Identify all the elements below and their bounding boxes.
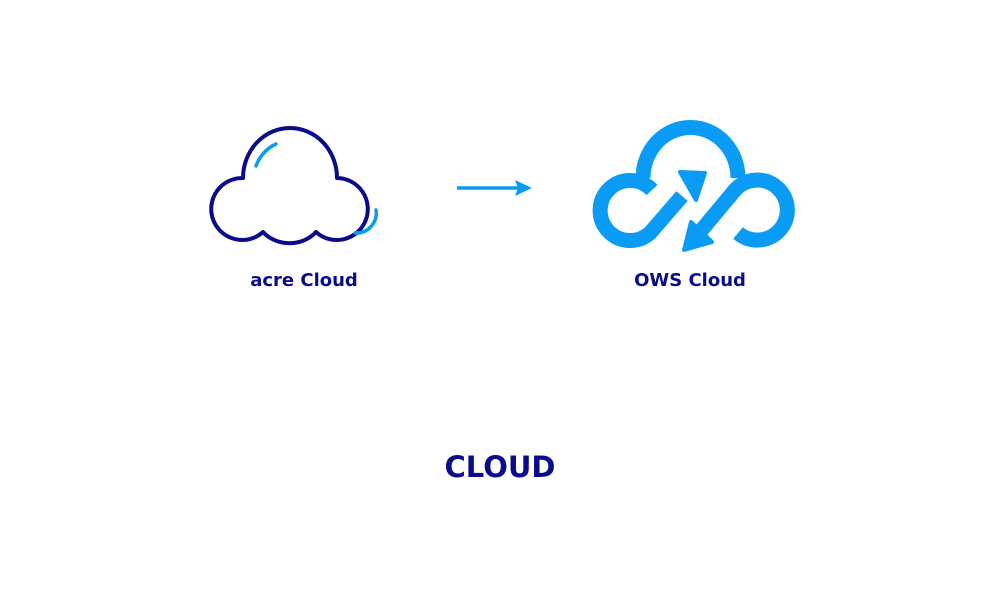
source-cloud-label: acre Cloud	[250, 270, 358, 291]
page-title: CLOUD	[444, 450, 556, 484]
target-cloud-label: OWS Cloud	[634, 270, 746, 291]
arrow-right-icon	[457, 180, 532, 196]
acre-cloud-icon	[209, 126, 378, 246]
ows-cloud-icon	[592, 120, 795, 252]
